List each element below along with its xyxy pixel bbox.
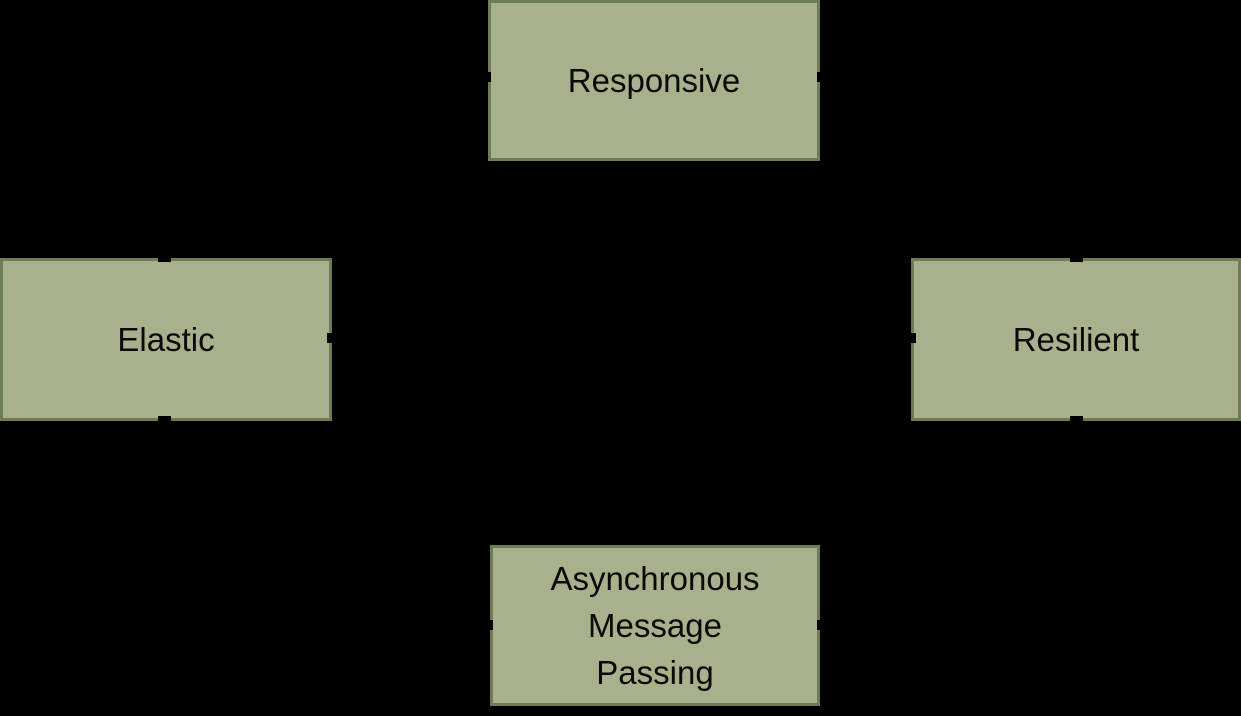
arrowhead-mark-elastic-bottom — [158, 416, 171, 422]
arrowhead-mark-resilient-top — [1070, 256, 1083, 262]
node-responsive: Responsive — [488, 0, 820, 161]
arrowhead-mark-responsive-right — [817, 72, 823, 82]
edge-resilient-responsive — [820, 76, 1078, 258]
edge-resilient-async — [820, 421, 1078, 626]
node-resilient-label: Resilient — [1012, 321, 1140, 358]
node-responsive-label: Responsive — [567, 62, 741, 99]
arrowhead-mark-elastic-right — [327, 333, 333, 343]
node-async-message-passing: Asynchronous Message Passing — [490, 545, 820, 706]
arrowhead-mark-responsive-left — [485, 72, 491, 82]
edge-elastic-async — [164, 421, 490, 626]
node-async-message-passing-label: Asynchronous Message Passing — [550, 560, 760, 691]
edge-elastic-responsive — [164, 76, 488, 258]
node-elastic: Elastic — [0, 258, 332, 421]
arrowhead-mark-async-left — [487, 620, 493, 630]
node-elastic-label: Elastic — [117, 321, 215, 358]
arrowhead-mark-async-right — [817, 620, 823, 630]
arrowhead-mark-resilient-bottom — [1070, 416, 1083, 422]
arrowhead-mark-elastic-top — [158, 256, 171, 262]
arrowhead-mark-resilient-left — [910, 333, 916, 343]
node-resilient: Resilient — [911, 258, 1241, 421]
